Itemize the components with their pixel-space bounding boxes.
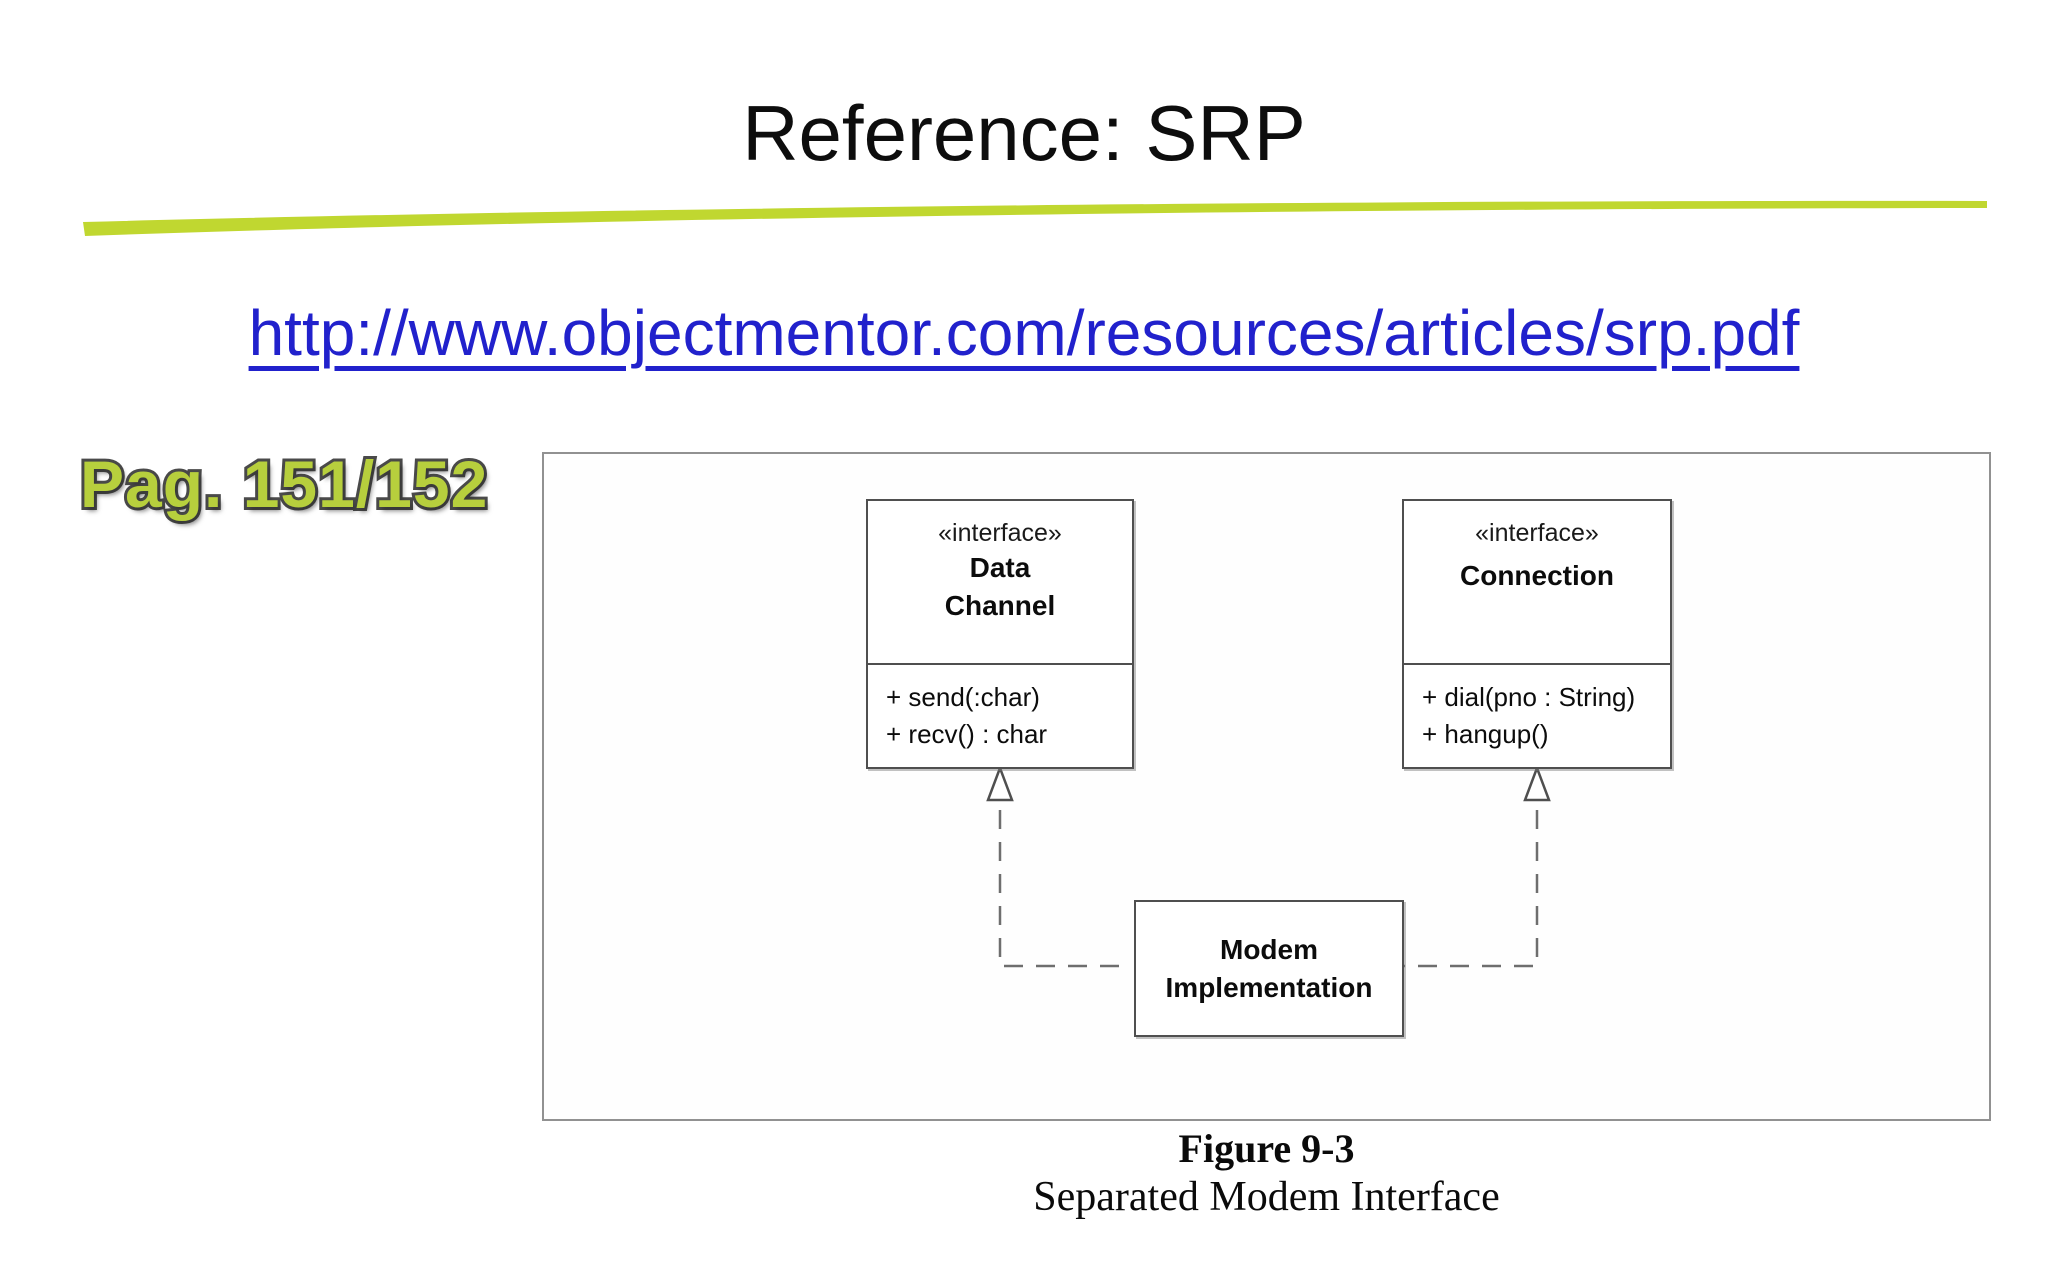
class-name-line: Connection xyxy=(1460,560,1614,591)
uml-class-data-channel-methods: + send(:char) + recv() : char xyxy=(868,665,1132,753)
triangle-arrow-data-channel xyxy=(986,764,1014,802)
method-label: + hangup() xyxy=(1422,719,1549,749)
uml-class-modem-implementation: Modem Implementation xyxy=(1134,900,1404,1037)
figure-caption-number: Figure 9-3 xyxy=(1178,1126,1355,1171)
class-name-line: Implementation xyxy=(1165,971,1373,1003)
uml-class-connection: «interface» Connection + dial(pno : Stri… xyxy=(1402,499,1672,769)
uml-class-connection-methods: + dial(pno : String) + hangup() xyxy=(1404,665,1670,753)
uml-class-data-channel-header: «interface» Data Channel xyxy=(868,501,1132,665)
divider-swoosh-line xyxy=(83,200,1987,236)
class-name-line: Data xyxy=(969,552,1031,583)
page-number-label: Pag. 151/152 xyxy=(77,444,490,524)
uml-class-data-channel: «interface» Data Channel + send(:char) +… xyxy=(866,499,1134,769)
stereotype-label: «interface» xyxy=(938,519,1062,547)
stereotype-label: «interface» xyxy=(1475,519,1599,547)
reference-link-row: http://www.objectmentor.com/resources/ar… xyxy=(0,296,2048,370)
method-label: + send(:char) xyxy=(886,682,1040,712)
class-name-line: Channel xyxy=(944,590,1056,621)
realization-connectors xyxy=(986,764,1551,968)
uml-diagram-panel: «interface» Data Channel + send(:char) +… xyxy=(542,452,1991,1121)
figure-caption: Figure 9-3 Separated Modem Interface xyxy=(542,1126,1991,1222)
class-name-line: Modem xyxy=(1220,933,1318,965)
uml-class-connection-header: «interface» Connection xyxy=(1404,501,1670,665)
method-label: + dial(pno : String) xyxy=(1422,682,1636,712)
triangle-arrow-connection xyxy=(1523,764,1551,802)
method-label: + recv() : char xyxy=(886,719,1048,749)
figure-caption-text: Separated Modem Interface xyxy=(1033,1174,1500,1220)
reference-link[interactable]: http://www.objectmentor.com/resources/ar… xyxy=(248,297,1800,369)
page-title: Reference: SRP xyxy=(742,89,1306,178)
